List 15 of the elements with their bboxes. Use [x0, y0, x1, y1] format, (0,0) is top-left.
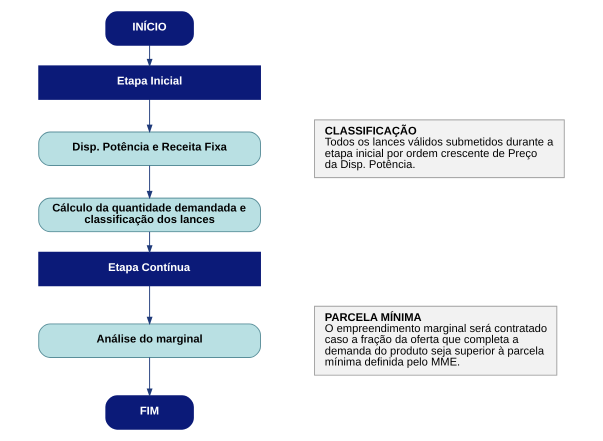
- arrow: [146, 44, 153, 68]
- arrow: [146, 98, 153, 134]
- node-box: Análise do marginal: [38, 323, 261, 358]
- node-box: Etapa Inicial: [38, 65, 261, 100]
- node-box: FIM: [105, 395, 194, 430]
- arrow: [146, 231, 153, 254]
- arrow: [146, 165, 153, 200]
- arrow: [146, 357, 153, 397]
- node-box: Disp. Potência e Receita Fixa: [38, 132, 261, 166]
- node-box: CLASSIFICAÇÃO Todos os lances válidos submetidos durante a etapa inicial por ordem crescente de Preço da Disp. Potência.: [314, 119, 565, 178]
- node-box: Etapa Contínua: [38, 252, 261, 286]
- node-box: INÍCIO: [105, 11, 194, 46]
- node-box: Cálculo da quantidade demandada e classificação dos lances: [38, 198, 261, 232]
- arrow: [146, 285, 153, 326]
- node-box: PARCELA MÍNIMA O empreendimento marginal será contratado caso a fração da oferta que completa a demanda do produto seja superior à parcela mínima definida pelo MME.: [314, 306, 558, 376]
